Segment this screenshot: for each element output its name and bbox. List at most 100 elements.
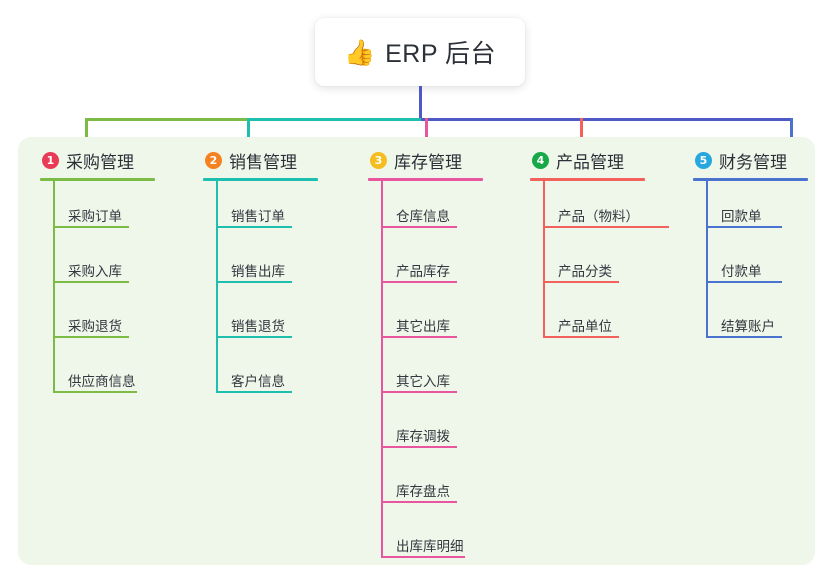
branch-item[interactable]: 产品（物料）	[530, 181, 669, 236]
branch-title: 财务管理	[719, 152, 787, 172]
branch-item-label: 结算账户	[721, 319, 775, 334]
branch-item-label: 供应商信息	[68, 374, 136, 389]
branch-item-label: 产品库存	[396, 264, 450, 279]
branch-number-badge: 3	[370, 151, 387, 169]
branch-item-rule	[543, 281, 619, 283]
branch-item[interactable]: 采购订单	[40, 181, 155, 236]
branch-number-badge: 2	[205, 151, 222, 169]
branch-item[interactable]: 库存调拨	[368, 401, 483, 456]
branch-title: 销售管理	[229, 152, 297, 172]
branch-spine	[216, 181, 218, 393]
branch-item-rule	[53, 281, 129, 283]
branch-item-rule	[706, 226, 782, 228]
branch-item-rule	[216, 281, 292, 283]
branch-item-rule	[381, 501, 457, 503]
branch-item-label: 其它入库	[396, 374, 450, 389]
branch-drop-4	[580, 118, 583, 146]
branch-spine	[543, 181, 545, 338]
branch-number-badge: 5	[695, 151, 712, 169]
branch-item[interactable]: 出库库明细	[368, 511, 483, 566]
branch-item-label: 销售出库	[231, 264, 285, 279]
root-node-content: 👍 ERP 后台	[344, 34, 496, 70]
branch-item[interactable]: 回款单	[693, 181, 808, 236]
branch-item[interactable]: 仓库信息	[368, 181, 483, 236]
branch-item[interactable]: 产品分类	[530, 236, 645, 291]
branch-item-rule	[381, 281, 457, 283]
branch-item-rule	[53, 336, 129, 338]
branch-spine	[706, 181, 708, 338]
branch-item-label: 采购退货	[68, 319, 122, 334]
branch-item-rule	[381, 446, 457, 448]
branch-title: 产品管理	[556, 152, 624, 172]
branch-item-label: 库存盘点	[396, 484, 450, 499]
root-stem	[419, 86, 422, 121]
branch-header-5[interactable]: 5 财务管理	[693, 147, 808, 173]
branch-item-label: 产品（物料）	[558, 209, 639, 224]
branch-item-rule	[381, 336, 457, 338]
branch-item[interactable]: 结算账户	[693, 291, 808, 346]
branch-item-rule	[381, 556, 465, 558]
branch-spine	[53, 181, 55, 393]
branch-item[interactable]: 销售出库	[203, 236, 318, 291]
branch-item-label: 产品分类	[558, 264, 612, 279]
branch-header-rule	[40, 178, 155, 181]
branch-item[interactable]: 供应商信息	[40, 346, 155, 401]
branch-item-list: 产品（物料） 产品分类产品单位	[530, 181, 669, 346]
branch-item[interactable]: 产品库存	[368, 236, 483, 291]
branch-header-rule	[530, 178, 645, 181]
branch-item[interactable]: 其它出库	[368, 291, 483, 346]
branch-header-2[interactable]: 2 销售管理	[203, 147, 318, 173]
branch-item-label: 采购订单	[68, 209, 122, 224]
branch-header-3[interactable]: 3 库存管理	[368, 147, 483, 173]
hbar-seg-3	[421, 118, 793, 121]
branch-item-rule	[706, 281, 782, 283]
branch-title: 采购管理	[66, 152, 134, 172]
branch-header-rule	[693, 178, 808, 181]
branch-drop-3	[425, 118, 428, 146]
thumbs-up-icon: 👍	[343, 37, 376, 67]
branch-item-list: 仓库信息产品库存其它出库其它入库库存调拨库存盘点出库库明细	[368, 181, 483, 566]
branch-item-list: 回款单付款单结算账户	[693, 181, 808, 346]
branch-item-rule	[216, 391, 292, 393]
branch-item-label: 客户信息	[231, 374, 285, 389]
branch-item[interactable]: 采购入库	[40, 236, 155, 291]
branch-drop-5	[790, 118, 793, 146]
branch-item[interactable]: 采购退货	[40, 291, 155, 346]
root-node[interactable]: 👍 ERP 后台	[315, 18, 525, 86]
branch-item-rule	[706, 336, 782, 338]
branch-item-label: 采购入库	[68, 264, 122, 279]
branch-title: 库存管理	[394, 152, 462, 172]
branch-item[interactable]: 销售退货	[203, 291, 318, 346]
branch-item-label: 出库库明细	[396, 539, 464, 554]
branch-item[interactable]: 其它入库	[368, 346, 483, 401]
branch-item[interactable]: 产品单位	[530, 291, 645, 346]
branch-item-rule	[216, 336, 292, 338]
branch-item-rule	[53, 226, 129, 228]
root-node-label: ERP 后台	[385, 40, 497, 68]
branch-drop-2	[247, 118, 250, 146]
branch-column-5: 5 财务管理回款单付款单结算账户	[693, 147, 808, 346]
branch-item-label: 产品单位	[558, 319, 612, 334]
branch-item-label: 仓库信息	[396, 209, 450, 224]
branch-item[interactable]: 销售订单	[203, 181, 318, 236]
branch-item[interactable]: 客户信息	[203, 346, 318, 401]
branch-item-rule	[381, 391, 457, 393]
branch-column-2: 2 销售管理销售订单销售出库销售退货客户信息	[203, 147, 318, 401]
branch-header-rule	[368, 178, 483, 181]
hbar-seg-1	[85, 118, 247, 121]
branch-item-rule	[381, 226, 457, 228]
branch-item-rule	[216, 226, 292, 228]
branch-item-list: 销售订单销售出库销售退货客户信息	[203, 181, 318, 401]
branch-item[interactable]: 付款单	[693, 236, 808, 291]
branch-item-rule	[53, 391, 137, 393]
branch-item[interactable]: 库存盘点	[368, 456, 483, 511]
branch-drop-1	[85, 118, 88, 146]
branch-column-3: 3 库存管理仓库信息产品库存其它出库其它入库库存调拨库存盘点出库库明细	[368, 147, 483, 566]
branch-item-rule	[543, 226, 669, 228]
